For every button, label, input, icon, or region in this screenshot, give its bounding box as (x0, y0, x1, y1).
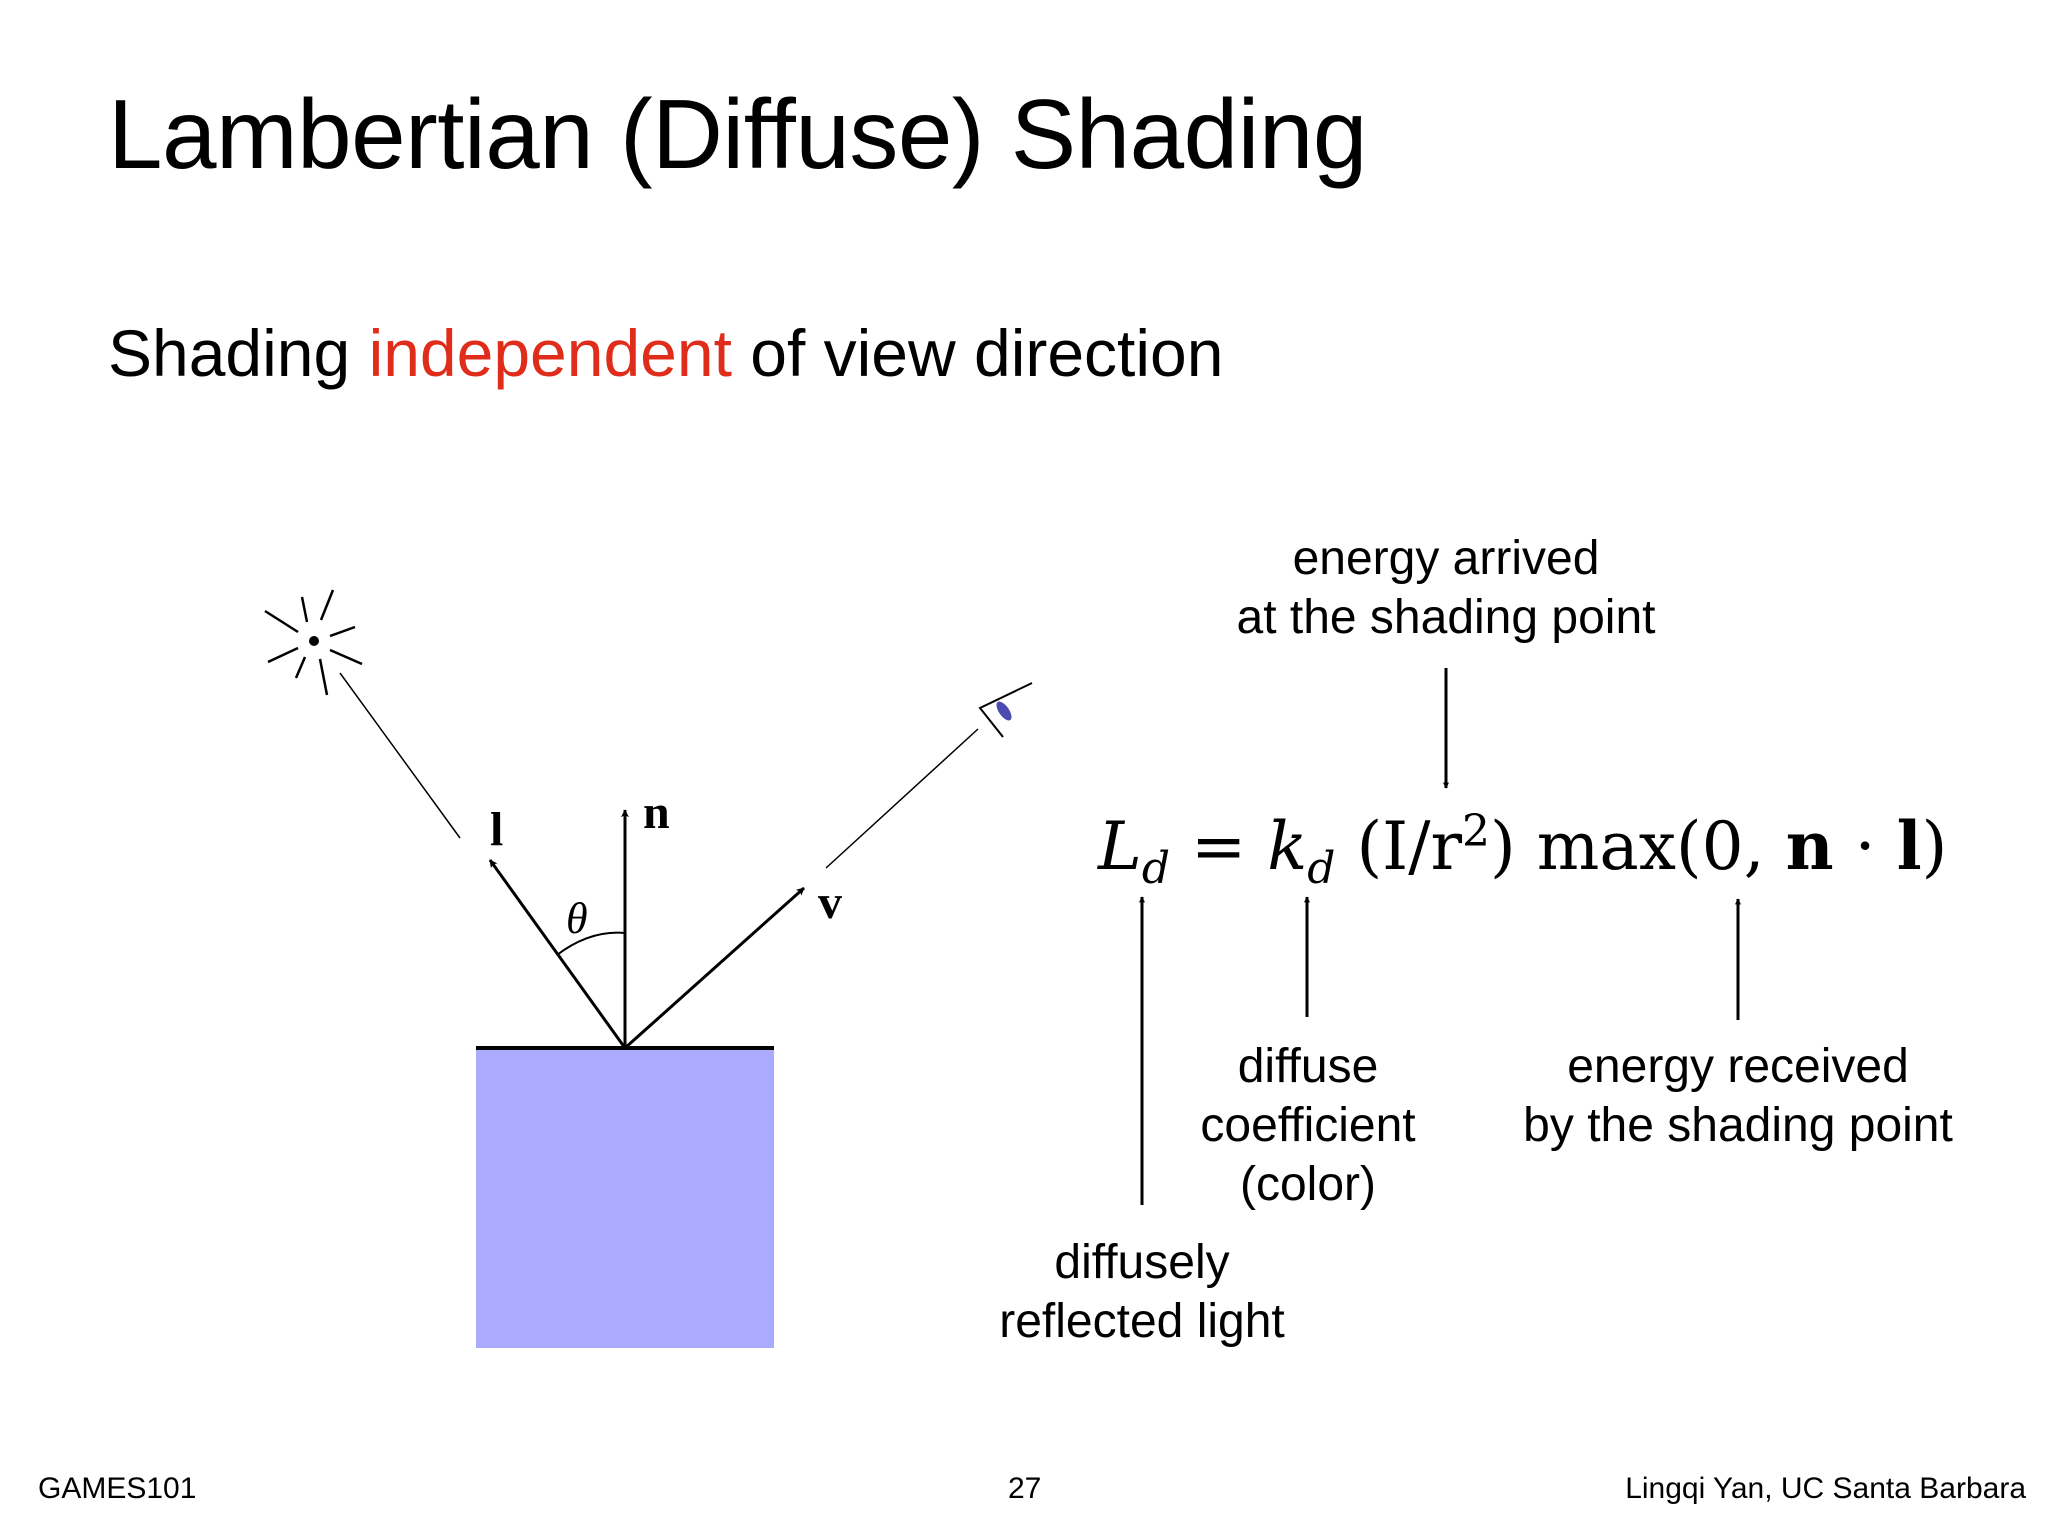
label-line: energy received (1567, 1040, 1909, 1093)
label-diffusely-reflected: diffusely reflected light (942, 1233, 1342, 1351)
formula-close-paren: ) (1490, 808, 1516, 885)
label-line: energy arrived (1292, 532, 1600, 585)
view-vector-label: v (818, 876, 842, 929)
formula-k-sub: d (1307, 843, 1336, 895)
label-energy-arrived: energy arrived at the shading point (1196, 529, 1696, 647)
formula-n: n (1785, 807, 1834, 885)
formula-L-sub: d (1141, 843, 1170, 895)
light-ray (339, 672, 461, 839)
label-line: diffusely (1054, 1236, 1230, 1289)
lambertian-formula: Ld = kd (I/r2) max(0, n · l) (1098, 806, 1947, 894)
sun-icon (264, 589, 363, 696)
footer-page-number: 27 (1008, 1472, 1042, 1505)
label-line: at the shading point (1236, 591, 1656, 644)
surface-block (476, 1048, 774, 1348)
subtitle-highlight: independent (368, 316, 732, 390)
label-line: coefficient (1200, 1099, 1416, 1152)
label-energy-received: energy received by the shading point (1488, 1037, 1988, 1155)
label-line: (color) (1239, 1158, 1376, 1211)
label-diffuse-coefficient: diffuse coefficient (color) (1152, 1037, 1464, 1214)
subtitle-text-before: Shading (108, 316, 369, 390)
normal-vector-label: n (643, 786, 670, 839)
formula-equals: = (1190, 808, 1247, 885)
subtitle-text-after: of view direction (731, 316, 1224, 390)
label-line: diffuse (1237, 1040, 1379, 1093)
eye-icon (978, 682, 1033, 738)
formula-max-open: max(0, (1536, 808, 1786, 885)
label-line: by the shading point (1523, 1099, 1953, 1152)
slide-subtitle: Shading independent of view direction (108, 315, 1223, 391)
formula-exponent: 2 (1462, 806, 1491, 857)
formula-max-close: ) (1921, 808, 1948, 885)
theta-label: θ (566, 894, 588, 943)
label-line: reflected light (999, 1295, 1285, 1348)
view-ray (825, 728, 979, 869)
view-vector (624, 886, 805, 1050)
slide-title: Lambertian (Diffuse) Shading (108, 79, 1367, 189)
footer-course: GAMES101 (38, 1472, 197, 1505)
formula-l: l (1896, 807, 1922, 885)
formula-L: L (1098, 808, 1142, 885)
light-vector-label: l (490, 803, 503, 856)
formula-intensity: (I/r (1356, 808, 1463, 885)
theta-arc (556, 931, 626, 956)
footer-author: Lingqi Yan, UC Santa Barbara (1625, 1472, 2026, 1505)
formula-dot: · (1833, 808, 1897, 885)
formula-k: k (1267, 808, 1308, 885)
